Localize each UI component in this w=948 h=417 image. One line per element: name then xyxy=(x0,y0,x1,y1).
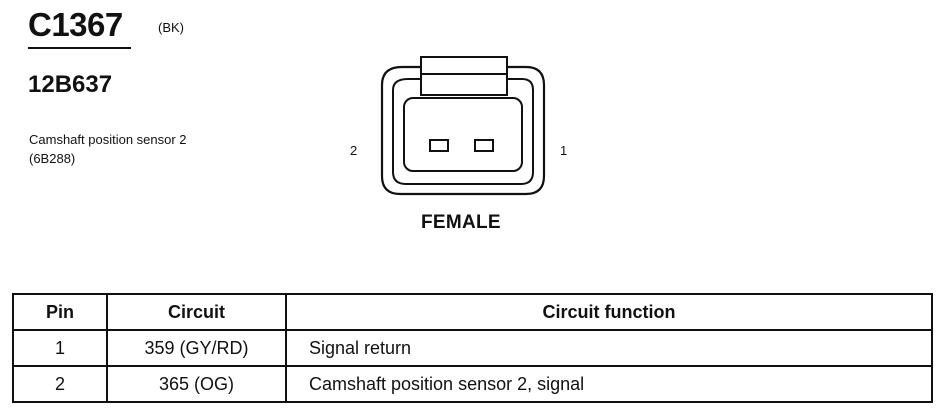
connector-face-diagram xyxy=(380,56,546,196)
header-pin: Pin xyxy=(12,293,108,331)
table-row: 2 365 (OG) Camshaft position sensor 2, s… xyxy=(12,365,933,403)
cell-circuit: 365 (OG) xyxy=(106,365,287,403)
connector-inner-shroud xyxy=(392,78,534,185)
connector-outer-housing xyxy=(380,65,546,196)
table-header-row: Pin Circuit Circuit function xyxy=(12,293,933,331)
pin-insert xyxy=(403,97,523,172)
connector-id: C1367 xyxy=(28,6,123,43)
terminal-pin-1 xyxy=(474,139,494,152)
pinout-table: Pin Circuit Circuit function 1 359 (GY/R… xyxy=(12,293,933,403)
connector-gender: FEMALE xyxy=(421,212,501,233)
cell-circuit-function: Signal return xyxy=(285,329,933,367)
connector-color-code: (BK) xyxy=(158,20,184,35)
pin-label-right: 1 xyxy=(560,143,568,158)
terminal-pin-2 xyxy=(429,139,449,152)
cell-pin: 1 xyxy=(12,329,108,367)
part-number: 12B637 xyxy=(28,71,113,98)
cell-circuit: 359 (GY/RD) xyxy=(106,329,287,367)
header-circuit-function: Circuit function xyxy=(285,293,933,331)
connector-id-underline xyxy=(28,47,131,49)
pin-label-left: 2 xyxy=(350,143,358,158)
locking-tab xyxy=(420,56,508,96)
cell-circuit-function: Camshaft position sensor 2, signal xyxy=(285,365,933,403)
cell-pin: 2 xyxy=(12,365,108,403)
component-description: Camshaft position sensor 2 (6B288) xyxy=(29,132,187,166)
table-row: 1 359 (GY/RD) Signal return xyxy=(12,329,933,367)
header-circuit: Circuit xyxy=(106,293,287,331)
